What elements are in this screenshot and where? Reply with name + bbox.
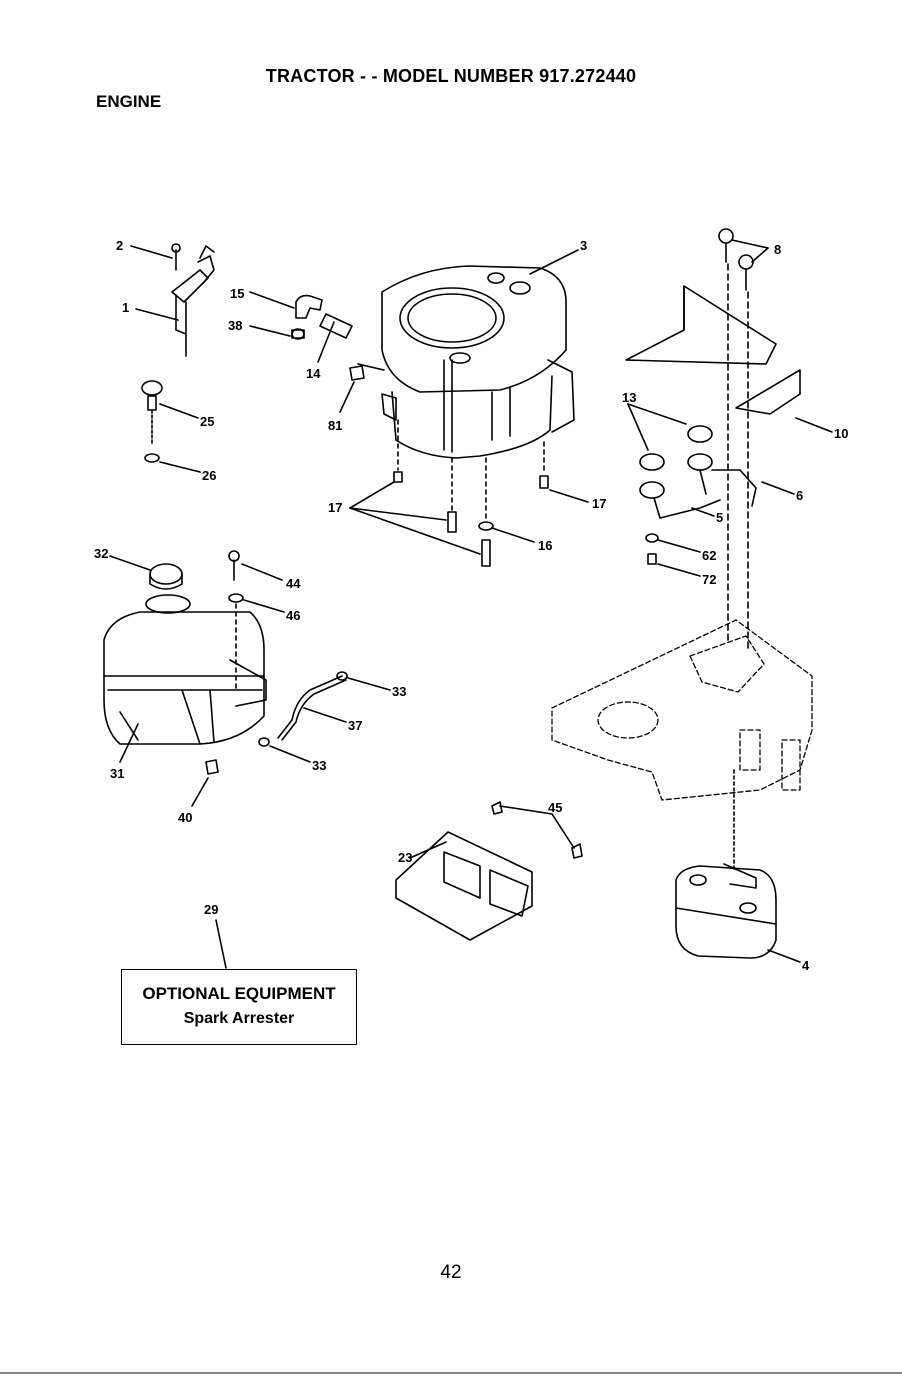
part-label-14: 14 [306, 366, 321, 381]
part-label-23: 23 [398, 850, 412, 865]
part-label-10: 10 [834, 426, 848, 441]
part-label-81: 81 [328, 418, 342, 433]
part-label-4: 4 [802, 958, 810, 973]
part-label-6: 6 [796, 488, 803, 503]
exhaust-drawing [640, 426, 756, 518]
part-label-15: 15 [230, 286, 244, 301]
part-label-16: 16 [538, 538, 552, 553]
optional-equipment-box: OPTIONAL EQUIPMENT Spark Arrester [121, 969, 357, 1045]
part-label-72: 72 [702, 572, 716, 587]
part-label-62: 62 [702, 548, 716, 563]
optional-equipment-item: Spark Arrester [122, 1010, 356, 1028]
part-label-25: 25 [200, 414, 214, 429]
muffler-drawing [676, 864, 776, 958]
part-label-44: 44 [286, 576, 301, 591]
fuel-line-drawing [259, 672, 347, 746]
part-label-26: 26 [202, 468, 216, 483]
part-label-2: 2 [116, 238, 123, 253]
part-label-32: 32 [94, 546, 108, 561]
chassis-drawing [552, 620, 812, 800]
part-label-1: 1 [122, 300, 129, 315]
part-label-17a: 17 [328, 500, 342, 515]
part-label-40: 40 [178, 810, 192, 825]
optional-equipment-title: OPTIONAL EQUIPMENT [122, 984, 356, 1004]
throttle-control-drawing [172, 244, 214, 356]
part-label-5: 5 [716, 510, 723, 525]
part-label-17b: 17 [592, 496, 606, 511]
part-label-38: 38 [228, 318, 242, 333]
part-label-33a: 33 [392, 684, 406, 699]
part-label-31: 31 [110, 766, 124, 781]
part-label-33b: 33 [312, 758, 326, 773]
part-label-8: 8 [774, 242, 781, 257]
page-number: 42 [0, 1262, 902, 1284]
fuel-elbow-drawing [292, 296, 352, 339]
bottom-rule [0, 1372, 902, 1374]
part-label-13: 13 [622, 390, 636, 405]
spark-arrester-drawing [396, 802, 582, 940]
part-label-37: 37 [348, 718, 362, 733]
part-label-46: 46 [286, 608, 300, 623]
engine-drawing [382, 266, 574, 458]
part-label-3: 3 [580, 238, 587, 253]
part-label-45: 45 [548, 800, 562, 815]
part-label-29: 29 [204, 902, 218, 917]
fuel-tank-drawing [104, 564, 266, 744]
dipstick-drawing [142, 381, 162, 462]
